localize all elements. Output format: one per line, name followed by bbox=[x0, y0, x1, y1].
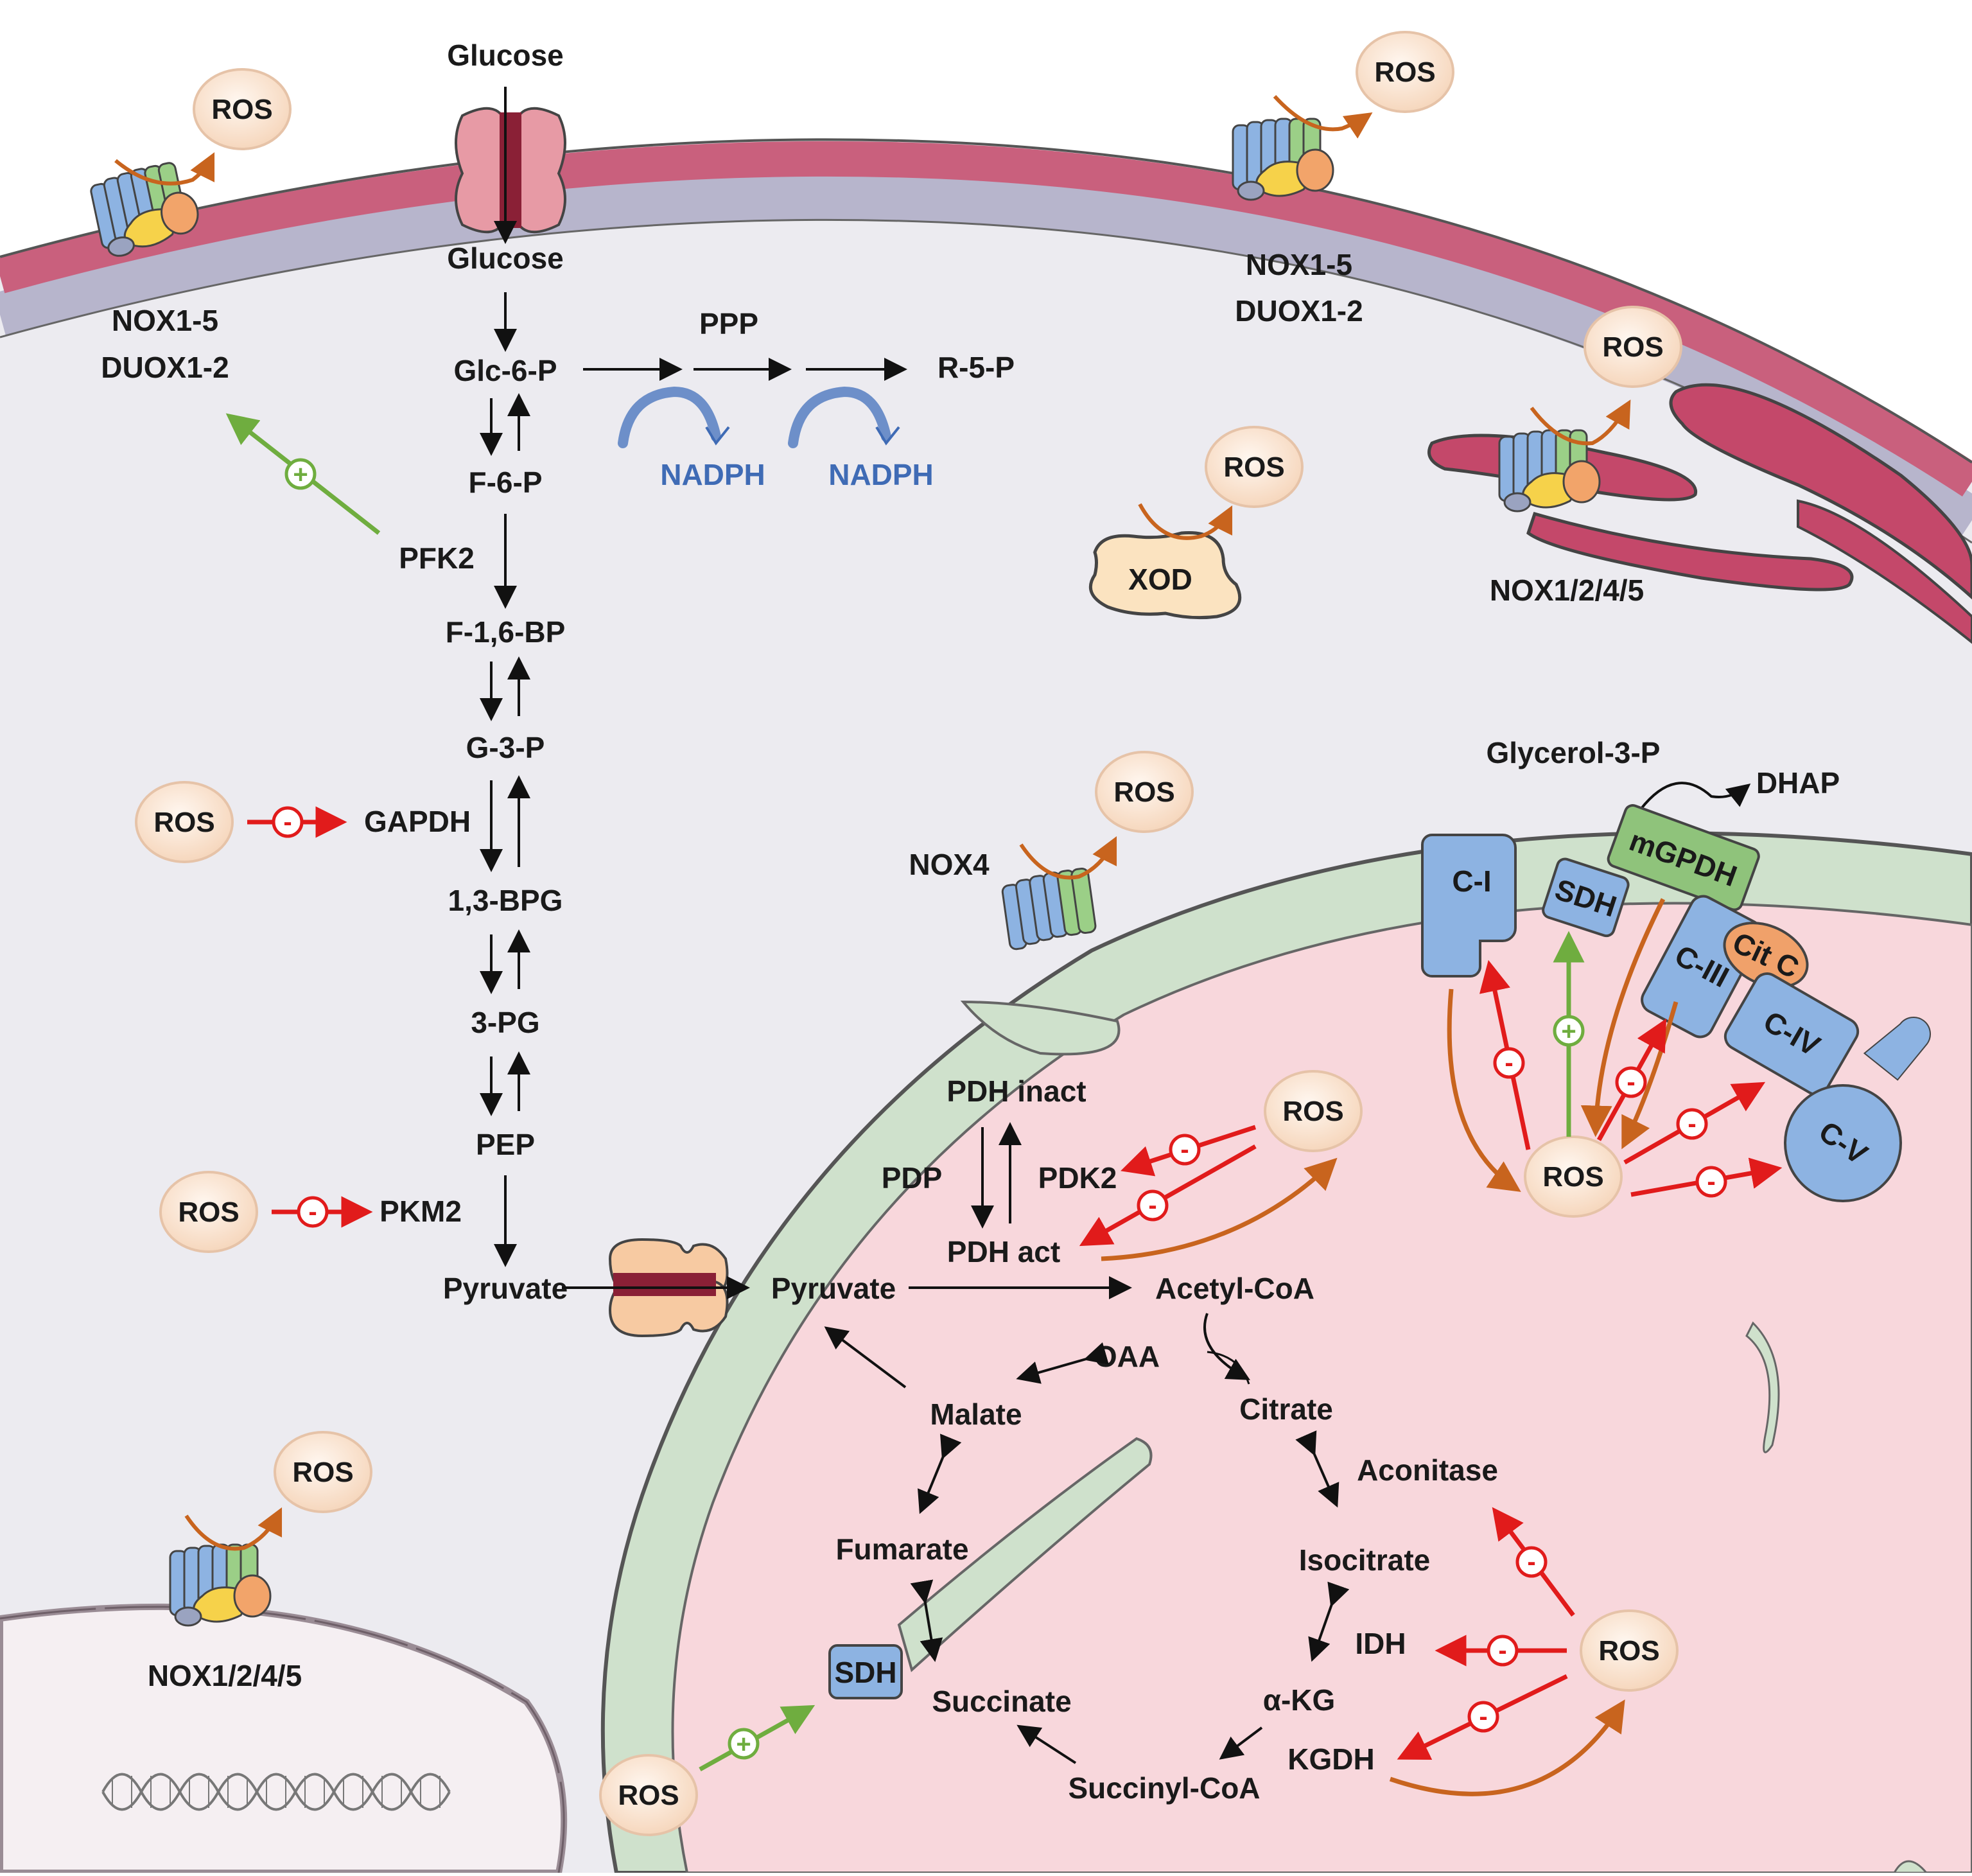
label-pdh-act: PDH act bbox=[947, 1235, 1060, 1268]
label-gapdh: GAPDH bbox=[364, 805, 471, 838]
inhibition-sign: - bbox=[1479, 1703, 1487, 1731]
inhibition-sign: - bbox=[1180, 1135, 1189, 1164]
label-glycerol-3p: Glycerol-3-P bbox=[1487, 736, 1661, 769]
inhibition-sign: - bbox=[1505, 1049, 1513, 1077]
nox-complex-icon bbox=[1233, 119, 1333, 200]
label-nox1245-nucleus: NOX1/2/4/5 bbox=[148, 1659, 302, 1692]
ros-label: ROS bbox=[292, 1457, 353, 1488]
label-pep: PEP bbox=[476, 1128, 535, 1161]
label-complex-i: C-I bbox=[1452, 864, 1491, 898]
label-xod: XOD bbox=[1128, 563, 1192, 596]
label-succinyl-coa: Succinyl-CoA bbox=[1068, 1771, 1260, 1805]
label-idh: IDH bbox=[1355, 1627, 1406, 1660]
inhibition-sign: - bbox=[1688, 1110, 1696, 1138]
label-nadph-2: NADPH bbox=[828, 458, 934, 491]
label-3pg: 3-PG bbox=[471, 1006, 539, 1039]
label-pdp: PDP bbox=[882, 1161, 943, 1195]
inhibition-sign: - bbox=[283, 808, 292, 836]
ros-label: ROS bbox=[1282, 1096, 1343, 1127]
label-pdh-inact: PDH inact bbox=[947, 1074, 1086, 1108]
label-pfk2: PFK2 bbox=[399, 541, 475, 575]
label-glc6p: Glc-6-P bbox=[453, 354, 557, 387]
label-duox1-2: DUOX1-2 bbox=[1235, 294, 1363, 328]
label-nox4: NOX4 bbox=[909, 848, 990, 881]
label-r5p: R-5-P bbox=[938, 351, 1015, 384]
ros-label: ROS bbox=[178, 1197, 239, 1228]
label-ppp: PPP bbox=[699, 307, 758, 340]
label-akg: α-KG bbox=[1263, 1683, 1336, 1717]
label-f16bp: F-1,6-BP bbox=[446, 615, 566, 649]
label-nox1-5: NOX1-5 bbox=[1246, 248, 1352, 281]
label-fumarate: Fumarate bbox=[835, 1532, 968, 1566]
label-pkm2: PKM2 bbox=[380, 1195, 462, 1228]
ros-label: ROS bbox=[1223, 451, 1284, 483]
label-oaa: OAA bbox=[1094, 1340, 1160, 1373]
ros-label: ROS bbox=[1598, 1635, 1659, 1667]
label-kgdh: KGDH bbox=[1287, 1742, 1374, 1776]
label-glucose-intracellular: Glucose bbox=[447, 241, 564, 275]
label-aconitase: Aconitase bbox=[1357, 1453, 1498, 1487]
label-nox1-5: NOX1-5 bbox=[112, 304, 218, 337]
inhibition-sign: - bbox=[308, 1198, 317, 1226]
nox-complex-icon bbox=[170, 1545, 270, 1626]
activation-sign: + bbox=[1561, 1017, 1576, 1046]
label-g3p: G-3-P bbox=[466, 731, 545, 764]
ros-label: ROS bbox=[1113, 776, 1174, 808]
label-isocitrate: Isocitrate bbox=[1299, 1543, 1431, 1577]
ros-label: ROS bbox=[1542, 1161, 1603, 1193]
label-dhap: DHAP bbox=[1756, 766, 1840, 800]
inhibition-sign: - bbox=[1498, 1636, 1506, 1665]
label-glucose-extracellular: Glucose bbox=[447, 39, 564, 72]
glucose-transporter-icon bbox=[456, 109, 565, 232]
ros-label: ROS bbox=[618, 1780, 679, 1811]
inhibition-sign: - bbox=[1148, 1191, 1156, 1220]
label-duox1-2: DUOX1-2 bbox=[101, 351, 229, 384]
label-pdk2: PDK2 bbox=[1038, 1161, 1117, 1195]
label-f6p: F-6-P bbox=[469, 466, 543, 499]
inhibition-sign: - bbox=[1627, 1068, 1635, 1096]
label-acetyl-coa: Acetyl-CoA bbox=[1155, 1272, 1314, 1305]
ros-label: ROS bbox=[211, 94, 272, 125]
label-13bpg: 1,3-BPG bbox=[448, 884, 563, 917]
label-citrate: Citrate bbox=[1239, 1392, 1333, 1426]
sdh-complex-ii-icon: SDH bbox=[830, 1645, 902, 1698]
inhibition-sign: - bbox=[1527, 1548, 1535, 1576]
ros-label: ROS bbox=[1374, 57, 1435, 88]
label-nadph-1: NADPH bbox=[660, 458, 765, 491]
label-succinate: Succinate bbox=[932, 1685, 1071, 1718]
label-sdh-tca: SDH bbox=[834, 1656, 896, 1689]
ros-label: ROS bbox=[1602, 331, 1663, 363]
activation-sign: + bbox=[293, 460, 308, 489]
inhibition-sign: - bbox=[1707, 1168, 1715, 1196]
label-malate: Malate bbox=[930, 1398, 1022, 1431]
ros-label: ROS bbox=[153, 807, 214, 838]
label-pyruvate-cytosol: Pyruvate bbox=[443, 1272, 568, 1305]
label-pyruvate-mito: Pyruvate bbox=[771, 1272, 896, 1305]
activation-sign: + bbox=[736, 1730, 751, 1758]
label-nox1245-er: NOX1/2/4/5 bbox=[1490, 574, 1644, 607]
